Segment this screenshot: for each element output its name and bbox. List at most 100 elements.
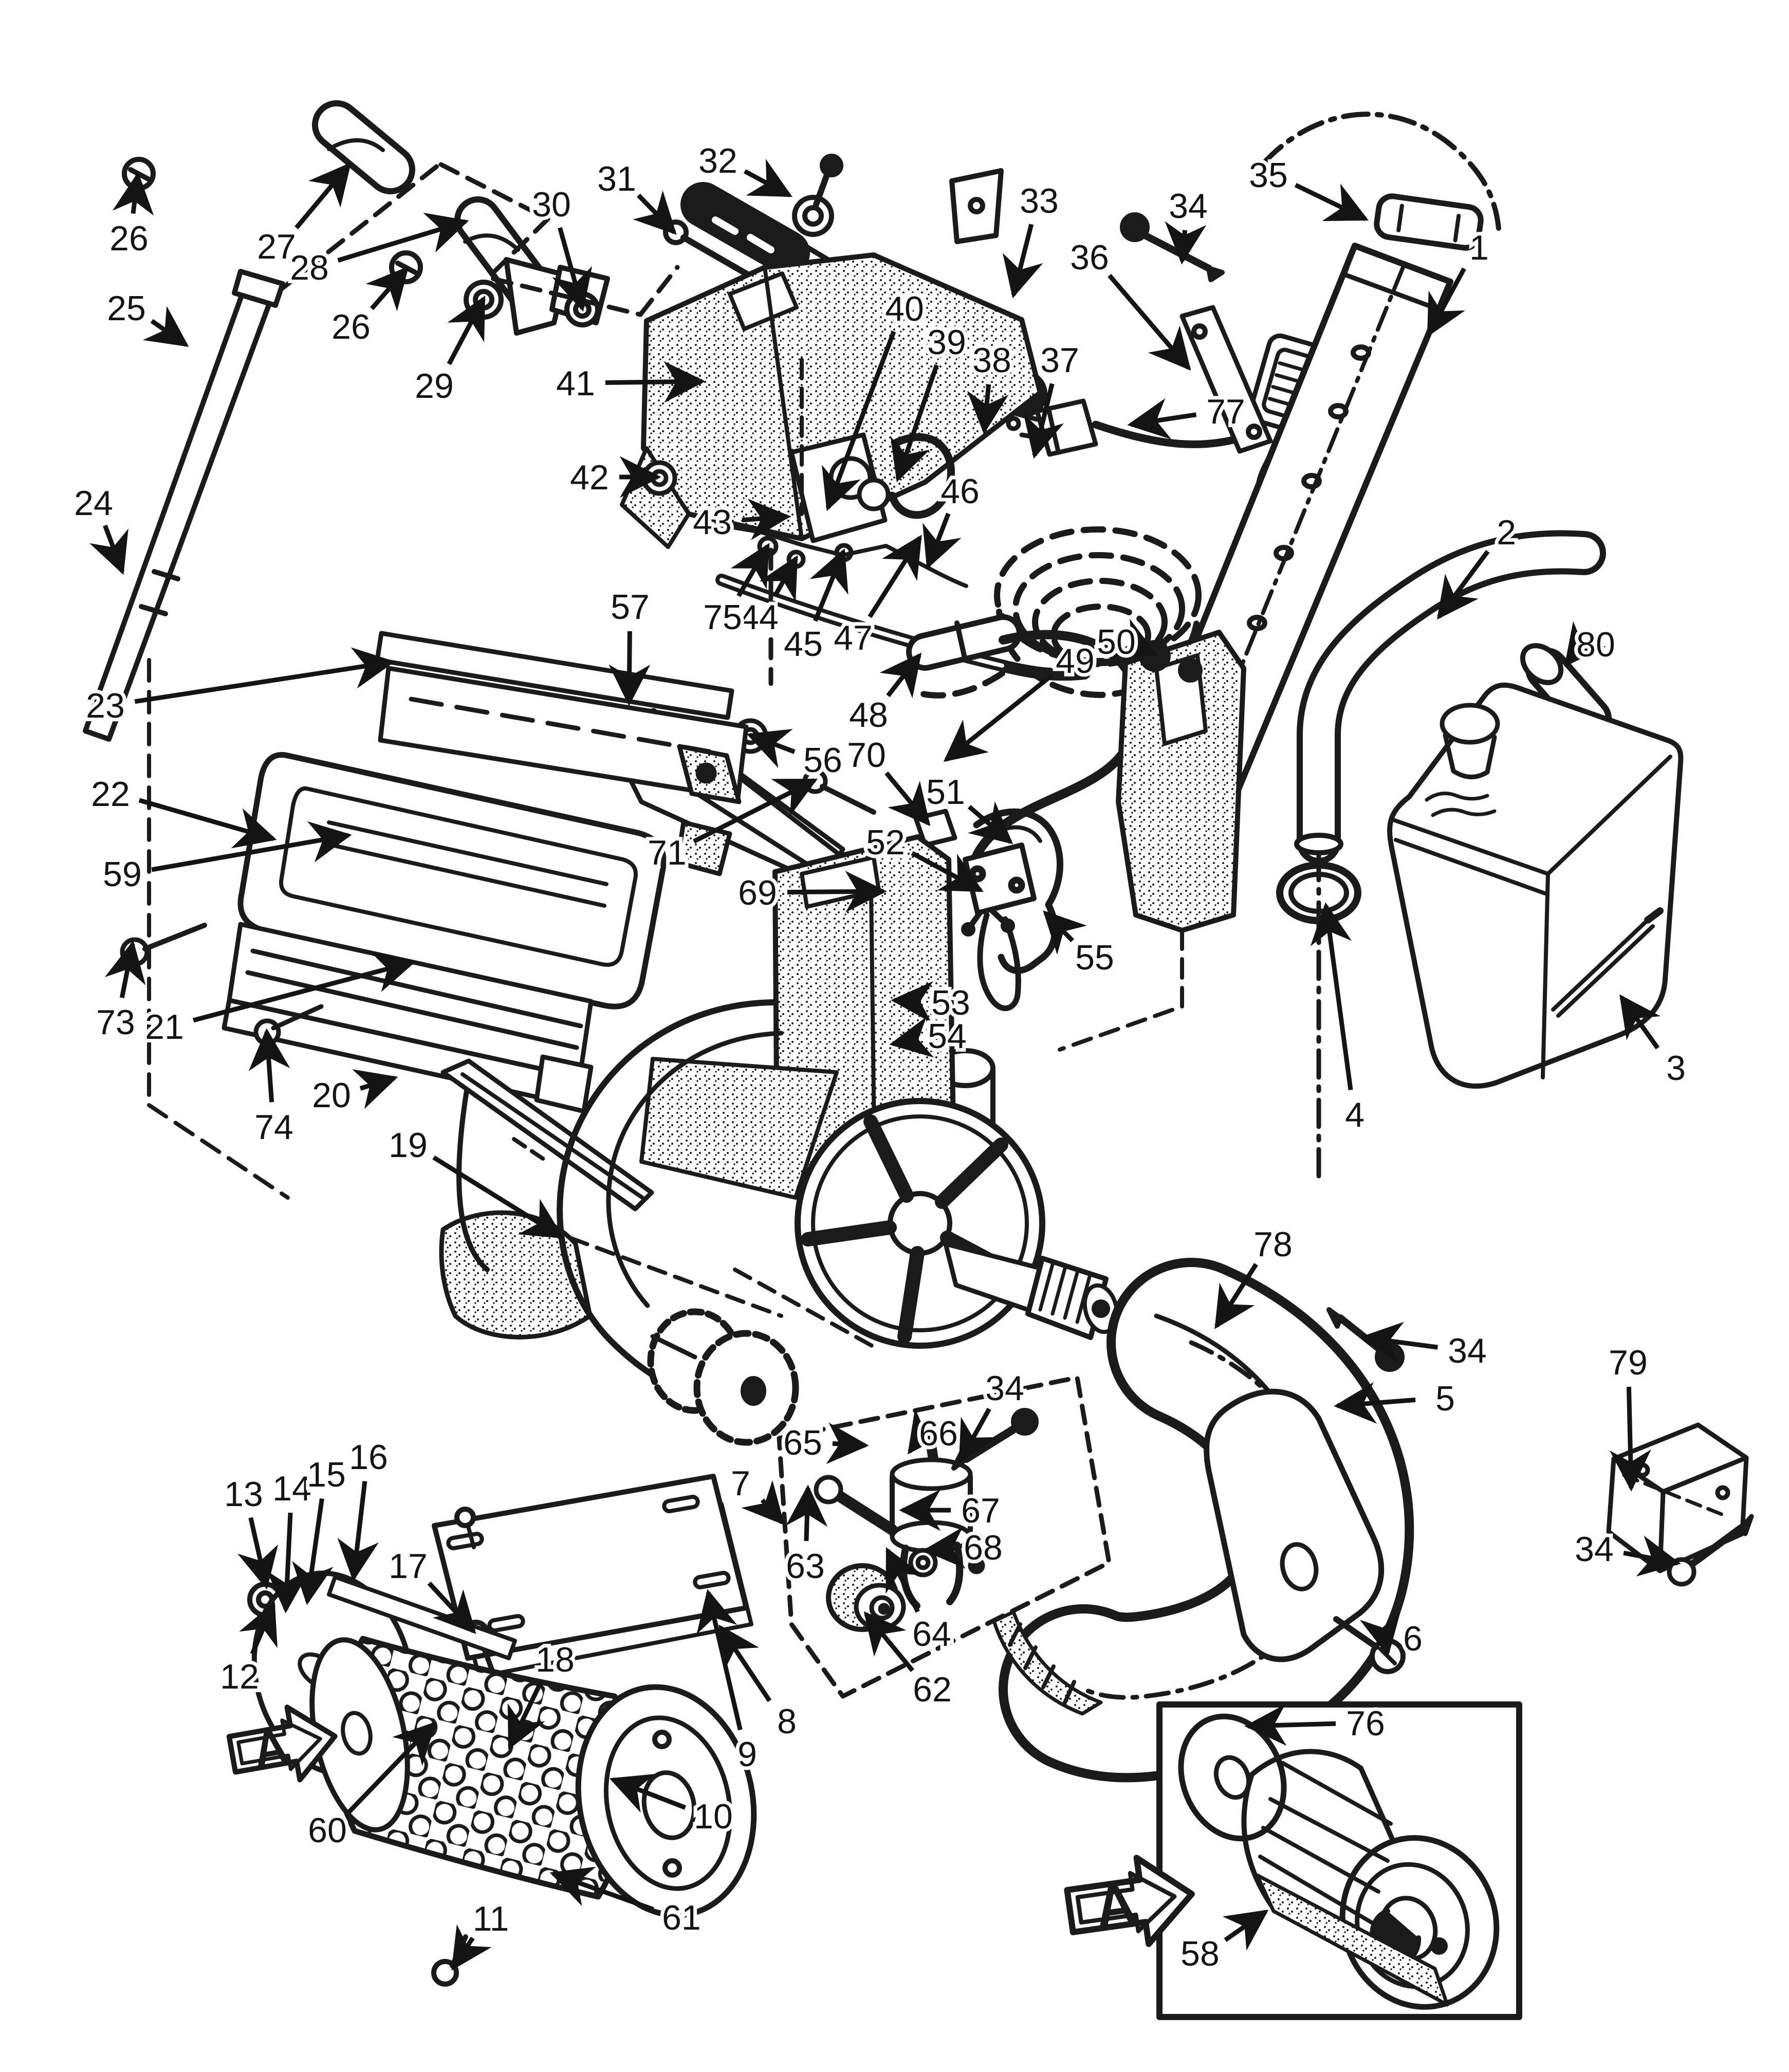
callout-leader-76-78: [1244, 1704, 1336, 1746]
callout-leader-51-54: [967, 801, 1013, 845]
callout-number-3-2: 3: [1666, 1049, 1686, 1088]
callout-number-56-59: 56: [803, 741, 842, 780]
callout-leader-58-61: [1222, 1910, 1269, 1951]
callout-number-75-77: 75: [703, 598, 742, 637]
callout-leader-24-23: [89, 524, 128, 575]
callout-leader-44-47: [759, 555, 798, 602]
callout-leader-15-14: [292, 1498, 334, 1605]
callout-leader-38-41: [967, 384, 1009, 434]
callout-number-59-62: 59: [103, 855, 142, 894]
callout-number-42-45: 42: [570, 458, 609, 497]
callout-number-13-12: 13: [224, 1475, 263, 1514]
callout-leader-19-18: [432, 1155, 564, 1239]
callout-leader-10-9: [609, 1773, 687, 1813]
callout-number-27-27: 27: [257, 227, 296, 266]
callout-leader-16-15: [337, 1481, 379, 1582]
callout-number-30-30: 30: [532, 185, 571, 224]
callout-number-34-35: 34: [985, 1369, 1024, 1408]
callout-leader-23-22: [134, 647, 395, 704]
callout-number-11-10: 11: [473, 1899, 509, 1938]
callout-leader-63-66: [786, 1484, 828, 1542]
callout-number-76-78: 76: [1346, 1704, 1385, 1743]
callout-leader-45-48: [809, 548, 849, 622]
callout-leader-80-82: [1564, 621, 1607, 667]
callout-number-32-32: 32: [698, 141, 737, 180]
callout-number-62-65: 62: [913, 1670, 952, 1709]
callout-leader-41-44: [605, 361, 706, 403]
callout-leader-61-64: [549, 1866, 654, 1912]
callout-number-6-5: 6: [1403, 1619, 1423, 1658]
callout-leader-68-71: [923, 1527, 966, 1569]
callout-number-15-14: 15: [307, 1455, 346, 1494]
callout-leader-18-17: [507, 1680, 545, 1750]
callout-leader-64-67: [885, 1547, 924, 1613]
callout-number-34-34: 34: [1169, 187, 1208, 226]
callout-leader-11-10: [451, 1924, 492, 1971]
callout-leader-73-75: [104, 940, 146, 998]
callout-number-12-11: 12: [220, 1657, 259, 1696]
callout-number-73-75: 73: [96, 1003, 135, 1042]
callout-number-77-79: 77: [1206, 392, 1245, 431]
callout-leader-37-40: [1023, 383, 1064, 459]
callout-leader-7-6: [741, 1480, 785, 1526]
callout-number-8-7: 8: [777, 1702, 797, 1741]
callout-leader-1-0: [1427, 267, 1466, 337]
part-caster-assembly: [777, 1375, 1112, 1699]
part-base-plates: [432, 1474, 753, 1679]
callout-leader-52-55: [911, 851, 984, 892]
callout-leader-5-4: [1334, 1382, 1416, 1424]
callout-leader-31-31: [633, 190, 677, 235]
callout-number-10-9: 10: [694, 1797, 733, 1836]
callout-leader-70-73: [884, 771, 931, 827]
callout-leader-9-8: [696, 1589, 743, 1731]
callout-number-7-6: 7: [731, 1464, 750, 1503]
callout-number-1-0: 1: [1469, 228, 1489, 267]
callout-leader-26-25: [112, 172, 154, 216]
callout-leader-34-35: [958, 1407, 998, 1463]
callout-leader-3-2: [1619, 994, 1661, 1050]
callout-leader-56-59: [746, 729, 796, 768]
callout-number-48-51: 48: [849, 695, 888, 735]
callout-leader-34-37: [1623, 1535, 1681, 1576]
callout-number-25-24: 25: [107, 289, 146, 328]
callout-number-29-29: 29: [415, 366, 454, 406]
callout-leader-2-1: [1436, 549, 1490, 620]
callout-leader-54-57: [889, 1016, 934, 1058]
callout-leader-43-46: [742, 499, 791, 541]
callout-number-21-20: 21: [145, 1007, 184, 1047]
callout-number-53-56: 53: [931, 983, 970, 1022]
callout-number-79-81: 79: [1609, 1343, 1648, 1382]
callout-leader-4-3: [1310, 902, 1353, 1091]
callout-number-71-74: 71: [648, 833, 687, 872]
callout-number-38-41: 38: [972, 341, 1011, 380]
part-grip-27: [312, 100, 415, 194]
callout-leader-34-34: [1165, 221, 1207, 265]
callout-number-40-43: 40: [885, 289, 924, 328]
callout-number-74-76: 74: [254, 1108, 293, 1147]
part-dust-tank: [1387, 682, 1684, 1089]
callout-number-46-49: 46: [940, 472, 980, 511]
callout-leader-59-62: [151, 821, 352, 872]
callout-leader-62-65: [863, 1611, 915, 1672]
callout-number-34-36: 34: [1448, 1331, 1487, 1370]
callout-number-31-31: 31: [597, 159, 636, 198]
callout-number-51-54: 51: [926, 773, 965, 812]
callout-number-2-1: 2: [1497, 513, 1516, 552]
callout-number-69-72: 69: [738, 873, 777, 912]
callout-leader-47-50: [868, 535, 922, 618]
callout-leader-35-38: [1294, 182, 1369, 222]
callout-number-26-26: 26: [331, 307, 371, 346]
callout-number-60-63: 60: [308, 1811, 347, 1850]
callout-leader-26-26: [365, 266, 409, 311]
callout-number-55-58: 55: [1075, 938, 1114, 977]
callout-number-37-40: 37: [1040, 341, 1079, 380]
detail-arrow-A-0: A: [226, 1704, 338, 1783]
detail-arrows: AA: [226, 1704, 1195, 1947]
callout-leader-50-53: [1111, 618, 1158, 657]
detail-arrow-A-1: A: [1064, 1855, 1195, 1947]
callout-number-63-66: 63: [786, 1547, 825, 1586]
callout-number-44-47: 44: [740, 598, 779, 637]
callout-number-34-37: 34: [1575, 1530, 1614, 1569]
callout-leader-28-28: [337, 212, 469, 263]
